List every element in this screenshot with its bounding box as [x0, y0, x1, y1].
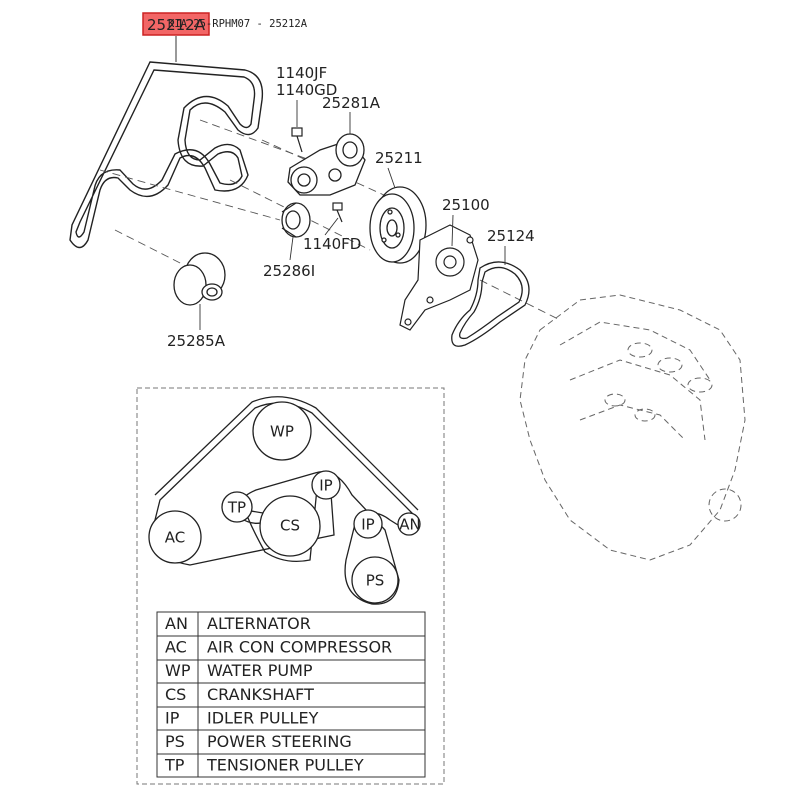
header: 25212A KIA 25-RPHM07 - 25212A: [142, 12, 308, 62]
highlight-box[interactable]: [142, 12, 210, 36]
pulley-label-ip-lower: IP: [361, 516, 374, 534]
pulley-an[interactable]: [397, 512, 421, 536]
legend-name: IDLER PULLEY: [207, 708, 319, 727]
engine-block: [519, 294, 746, 561]
serpentine-belt[interactable]: [69, 61, 264, 249]
label-25281a[interactable]: 25281A: [322, 94, 381, 112]
part-labels: 1140JF 1140GD 25281A 25211 25100 25124 1…: [167, 64, 535, 350]
legend-code: IP: [165, 708, 180, 727]
label-25124[interactable]: 25124: [487, 227, 535, 245]
legend-code: AN: [165, 614, 188, 633]
legend-code: CS: [165, 685, 186, 704]
routing-frame: [136, 387, 445, 785]
pulley-label-wp: WP: [270, 423, 294, 441]
pulley-label-cs: CS: [280, 517, 300, 535]
legend-code: AC: [165, 638, 187, 657]
pulley-label-ip-upper: IP: [319, 477, 332, 495]
water-pump-25100[interactable]: [399, 224, 479, 331]
water-pump-pulley-25211[interactable]: [369, 186, 427, 264]
reference-text: KIA 25-RPHM07 - 25212A: [168, 18, 308, 30]
legend-table: AN ALTERNATOR AC AIR CON COMPRESSOR WP WATER …: [156, 611, 426, 778]
legend-name: WATER PUMP: [207, 661, 313, 680]
legend-name: CRANKSHAFT: [207, 685, 314, 704]
idler-pulley-25286i[interactable]: [281, 202, 311, 238]
legend-grid: [156, 611, 426, 778]
pulley-ps[interactable]: [351, 556, 399, 604]
pulley-wp[interactable]: [252, 401, 312, 461]
legend-name: POWER STEERING: [207, 732, 352, 751]
gasket-25124[interactable]: [451, 261, 530, 347]
pulley-25285a[interactable]: [173, 252, 226, 306]
pulley-ac[interactable]: [148, 510, 202, 564]
label-1140gd[interactable]: 1140GD: [276, 81, 337, 99]
pulley-label-ps: PS: [366, 572, 385, 590]
pulley-ip-upper[interactable]: [311, 470, 341, 500]
pulley-label-an: AN: [399, 516, 420, 534]
legend-name: ALTERNATOR: [207, 614, 311, 633]
label-25100[interactable]: 25100: [442, 196, 490, 214]
pulley-label-ac: AC: [165, 529, 185, 547]
legend-code: TP: [164, 756, 185, 775]
legend-code: PS: [165, 732, 185, 751]
routing-labels: WP TP IP AC CS IP AN PS: [165, 423, 421, 590]
legend-name: TENSIONER PULLEY: [206, 756, 364, 775]
pulley-label-tp: TP: [227, 499, 246, 517]
bolt-1140jf[interactable]: [291, 127, 303, 153]
leader-lines: [199, 100, 506, 330]
legend-code: WP: [165, 661, 191, 680]
pulley-tp[interactable]: [221, 491, 253, 523]
label-25285a[interactable]: 25285A: [167, 332, 226, 350]
pulley-cs[interactable]: [259, 495, 321, 557]
tensioner-assembly[interactable]: [287, 133, 366, 196]
label-25211[interactable]: 25211: [375, 149, 423, 167]
routing-pulleys: [148, 401, 421, 604]
legend-name: AIR CON COMPRESSOR: [207, 638, 392, 657]
label-1140jf[interactable]: 1140JF: [276, 64, 327, 82]
label-1140fd[interactable]: 1140FD: [303, 235, 361, 253]
highlight-part-number[interactable]: 25212A: [147, 16, 206, 34]
label-25286i[interactable]: 25286I: [263, 262, 315, 280]
bolt-1140fd[interactable]: [332, 202, 343, 223]
pulley-ip-lower[interactable]: [353, 509, 383, 539]
